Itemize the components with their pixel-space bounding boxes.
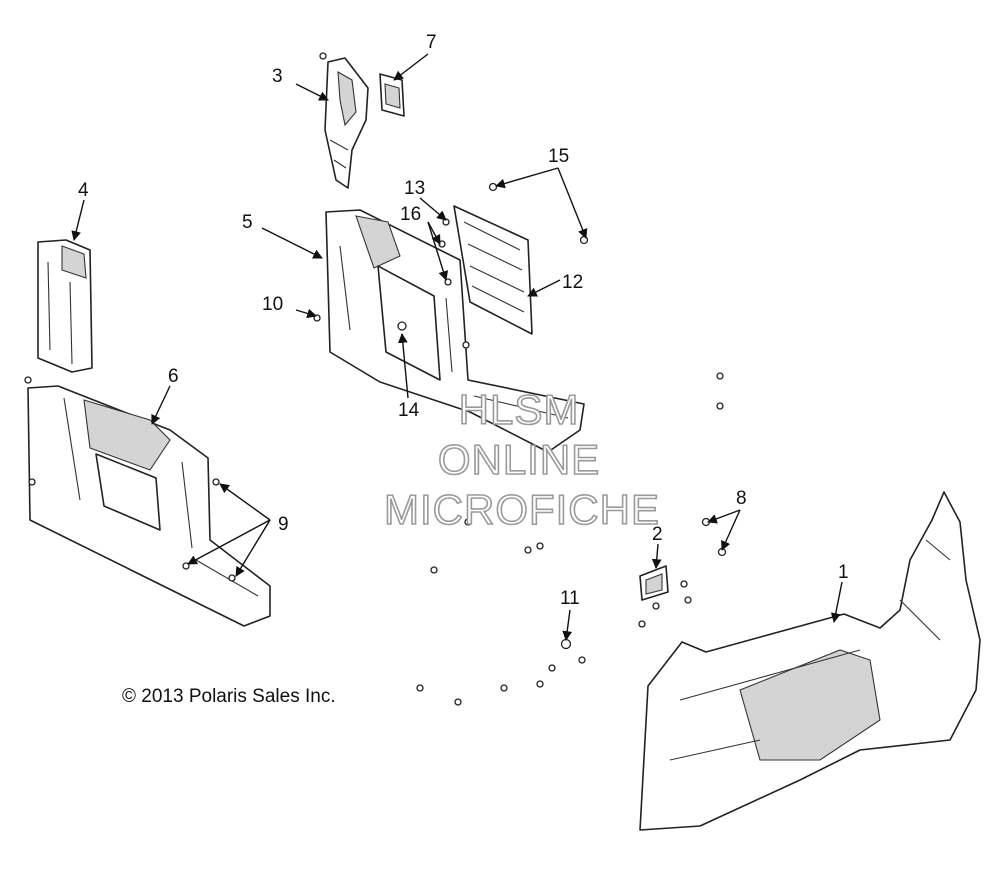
callout-1: 1 bbox=[838, 562, 849, 583]
watermark-line-2: ONLINE bbox=[438, 436, 600, 483]
callout-8: 8 bbox=[736, 488, 747, 509]
callout-13: 13 bbox=[404, 178, 425, 199]
callout-14: 14 bbox=[398, 400, 420, 421]
callout-12: 12 bbox=[562, 272, 583, 293]
part-7-clip bbox=[379, 73, 405, 117]
callout-6: 6 bbox=[168, 366, 179, 387]
callout-2: 2 bbox=[652, 524, 663, 545]
watermark-line-3: MICROFICHE bbox=[384, 486, 660, 533]
part-1-floor-assembly bbox=[639, 491, 981, 831]
callout-3: 3 bbox=[272, 66, 283, 87]
callout-4: 4 bbox=[78, 180, 89, 201]
part-5-frame bbox=[325, 209, 585, 453]
part-2-plate bbox=[639, 565, 669, 601]
callout-10: 10 bbox=[262, 294, 283, 315]
part-3-bracket bbox=[324, 57, 369, 189]
watermark: HLSM ONLINE MICROFICHE bbox=[383, 385, 660, 534]
watermark-line-1: HLSM bbox=[459, 386, 580, 433]
fasteners bbox=[24, 52, 727, 706]
callout-7: 7 bbox=[426, 32, 437, 53]
part-4-panel bbox=[37, 239, 93, 373]
callout-5: 5 bbox=[242, 212, 253, 233]
callout-16: 16 bbox=[400, 204, 421, 225]
callout-15: 15 bbox=[548, 146, 569, 167]
copyright-notice: © 2013 Polaris Sales Inc. bbox=[122, 686, 336, 707]
part-6-door bbox=[27, 385, 271, 627]
callout-11: 11 bbox=[560, 588, 580, 609]
callout-labels: 1 2 3 4 5 6 7 8 9 10 11 12 13 14 15 16 bbox=[78, 32, 849, 609]
part-12-panel bbox=[453, 205, 533, 335]
leader-lines bbox=[71, 53, 843, 641]
callout-9: 9 bbox=[278, 514, 289, 535]
